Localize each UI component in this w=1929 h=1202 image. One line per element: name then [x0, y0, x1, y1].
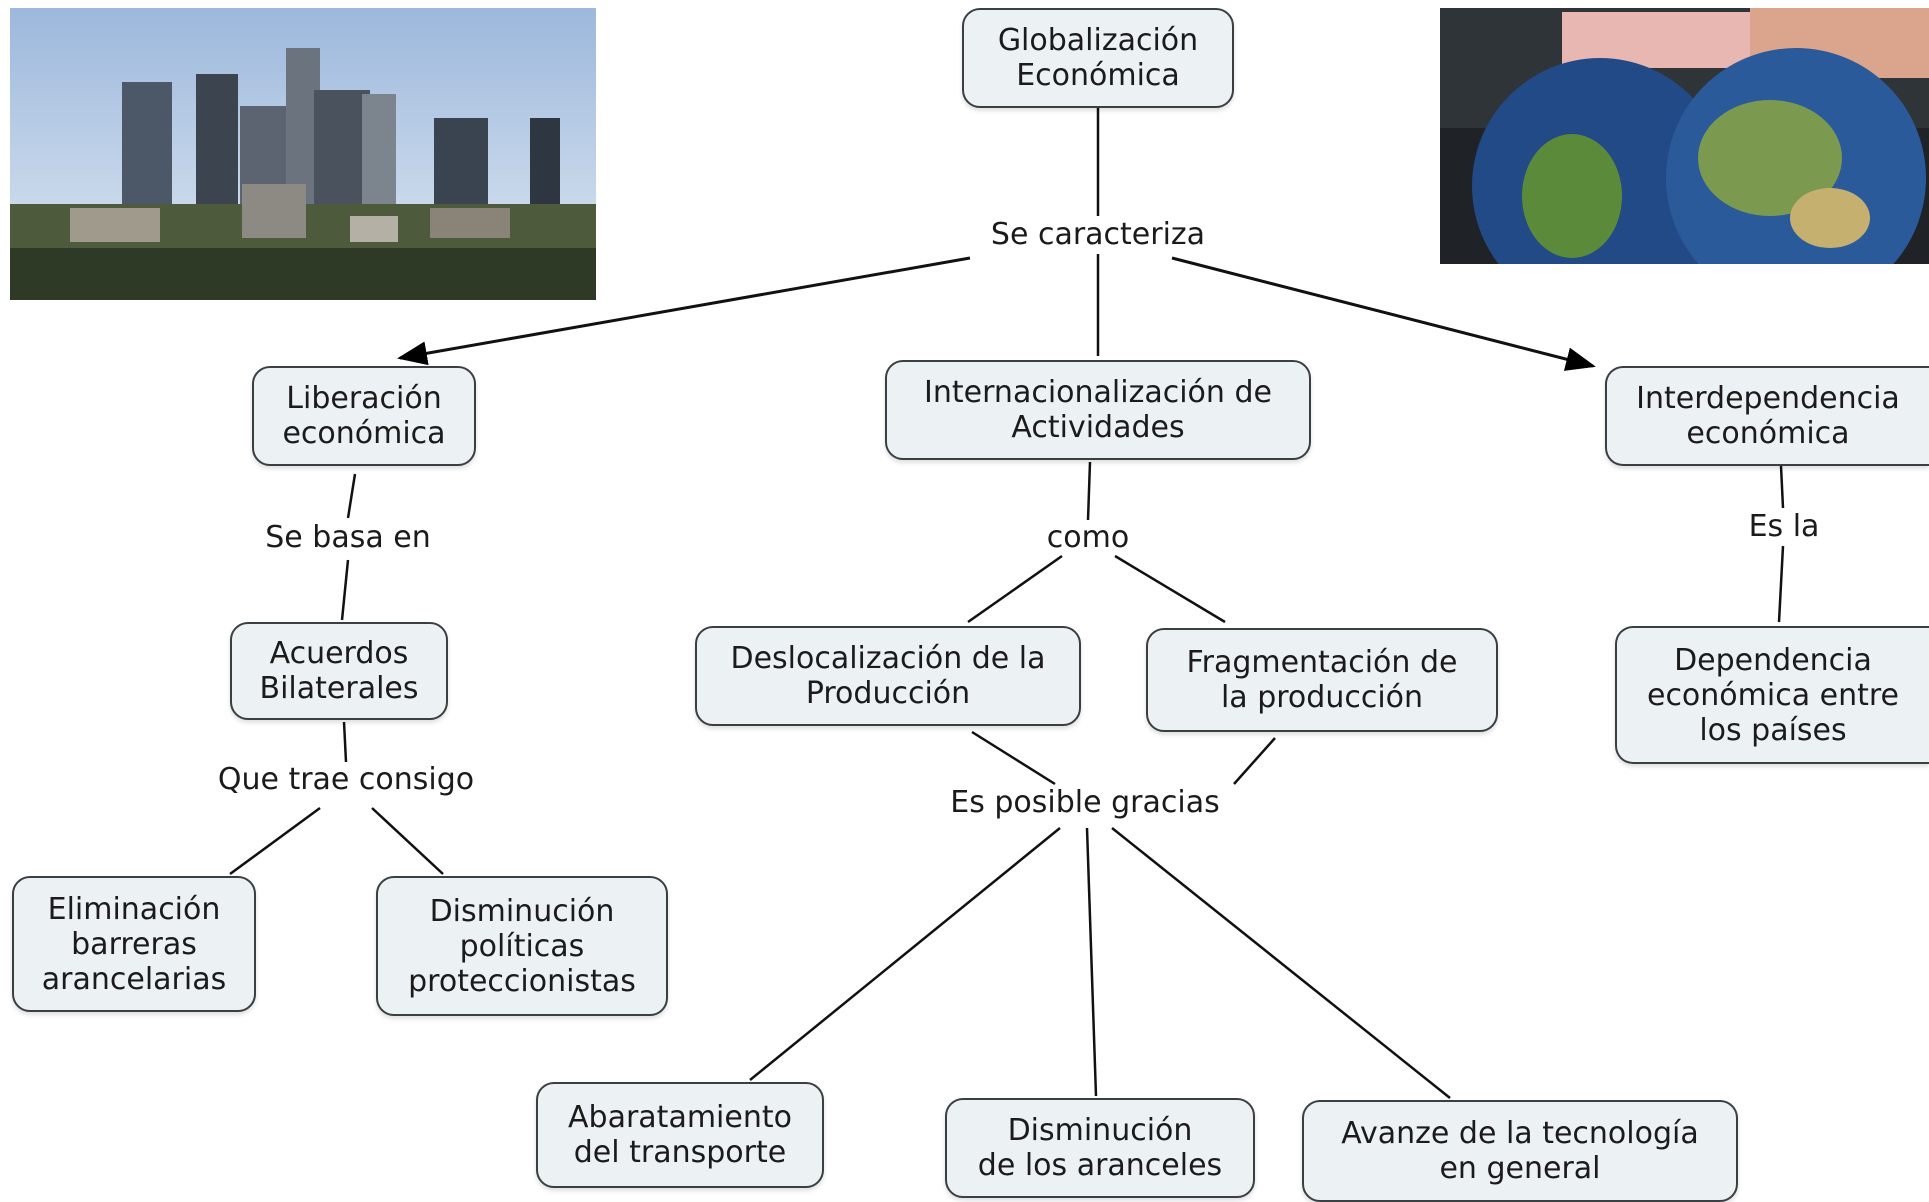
- node-internacionalizacion-actividades: Internacionalización de Actividades: [885, 360, 1311, 460]
- arrow-to-interdependencia: [1171, 256, 1596, 371]
- link-que-trae-consigo: Que trae consigo: [204, 763, 488, 797]
- link-como: como: [1030, 521, 1146, 555]
- line-posible-to-disminucion-aranceles: [1085, 827, 1098, 1097]
- city-skyline-photo: [10, 8, 596, 300]
- line-trae-to-eliminacion: [229, 806, 321, 876]
- link-es-la: Es la: [1736, 510, 1832, 544]
- arrow-to-liberacion: [397, 256, 971, 366]
- line-como-to-fragmentacion: [1114, 554, 1226, 624]
- node-globalizacion-economica: Globalización Económica: [962, 8, 1234, 108]
- line-acuerdos-to-trae: [342, 721, 348, 763]
- node-acuerdos-bilaterales: Acuerdos Bilaterales: [230, 622, 448, 720]
- node-fragmentacion-produccion: Fragmentación de la producción: [1146, 628, 1498, 732]
- link-es-posible-gracias: Es posible gracias: [930, 786, 1240, 820]
- line-fragmentacion-to-posible: [1233, 737, 1276, 785]
- line-posible-to-avanze: [1111, 827, 1451, 1099]
- line-esla-to-dependencia: [1777, 545, 1785, 623]
- link-se-caracteriza: Se caracteriza: [970, 218, 1226, 252]
- line-internacionalizacion-to-como: [1086, 461, 1092, 521]
- line-posible-to-abaratamiento: [749, 827, 1061, 1081]
- line-trae-to-disminucion-politicas: [371, 807, 444, 875]
- line-interdependencia-to-esla: [1779, 465, 1785, 509]
- line-liberacion-to-basa: [346, 473, 357, 519]
- node-disminucion-aranceles: Disminución de los aranceles: [945, 1098, 1255, 1198]
- globe-with-banknote-photo: [1440, 8, 1929, 264]
- line-basa-to-acuerdos: [340, 559, 350, 621]
- node-deslocalizacion-produccion: Deslocalización de la Producción: [695, 626, 1081, 726]
- node-eliminacion-barreras: Eliminación barreras arancelarias: [12, 876, 256, 1012]
- node-dependencia-economica: Dependencia económica entre los países: [1615, 626, 1929, 764]
- node-interdependencia-economica: Interdependencia económica: [1605, 366, 1929, 466]
- link-se-basa-en: Se basa en: [248, 521, 448, 555]
- node-avanze-tecnologia: Avanze de la tecnología en general: [1302, 1100, 1738, 1202]
- node-disminucion-politicas: Disminución políticas proteccionistas: [376, 876, 668, 1016]
- node-liberacion-economica: Liberación económica: [252, 366, 476, 466]
- line-como-to-deslocalizacion: [967, 554, 1063, 624]
- node-abaratamiento-transporte: Abaratamiento del transporte: [536, 1082, 824, 1188]
- line-deslocalizacion-to-posible: [971, 730, 1056, 786]
